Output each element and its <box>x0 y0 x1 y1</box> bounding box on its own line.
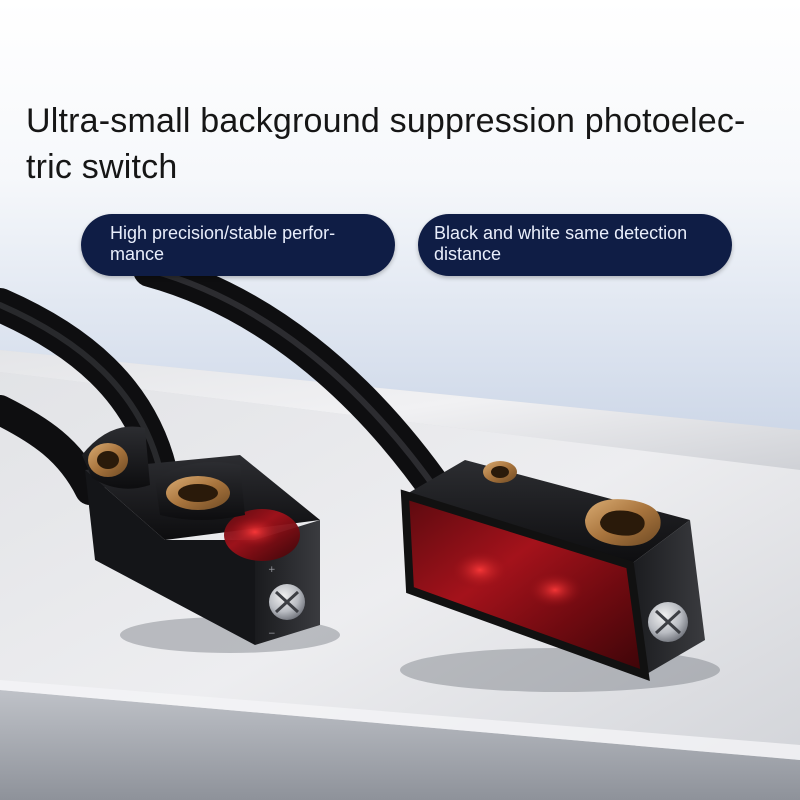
feature-badge-precision: High precision/stable perfor- mance <box>81 214 395 276</box>
svg-text:+: + <box>268 565 276 575</box>
headline-line-2: tric switch <box>26 148 178 186</box>
feature-badge-detection: Black and white same detection distance <box>418 214 732 276</box>
small-sensor: + − <box>82 426 320 645</box>
feature-badge-line: distance <box>434 244 502 264</box>
feature-badge-line: mance <box>110 244 165 264</box>
headline-line-1: Ultra-small background suppression photo… <box>26 102 746 140</box>
large-sensor <box>400 460 705 682</box>
feature-badge-line: High precision/stable perfor- <box>110 223 336 243</box>
feature-badge-line: Black and white same detection <box>434 223 688 243</box>
headline: Ultra-small background suppression photo… <box>26 98 776 190</box>
svg-text:−: − <box>268 629 276 639</box>
